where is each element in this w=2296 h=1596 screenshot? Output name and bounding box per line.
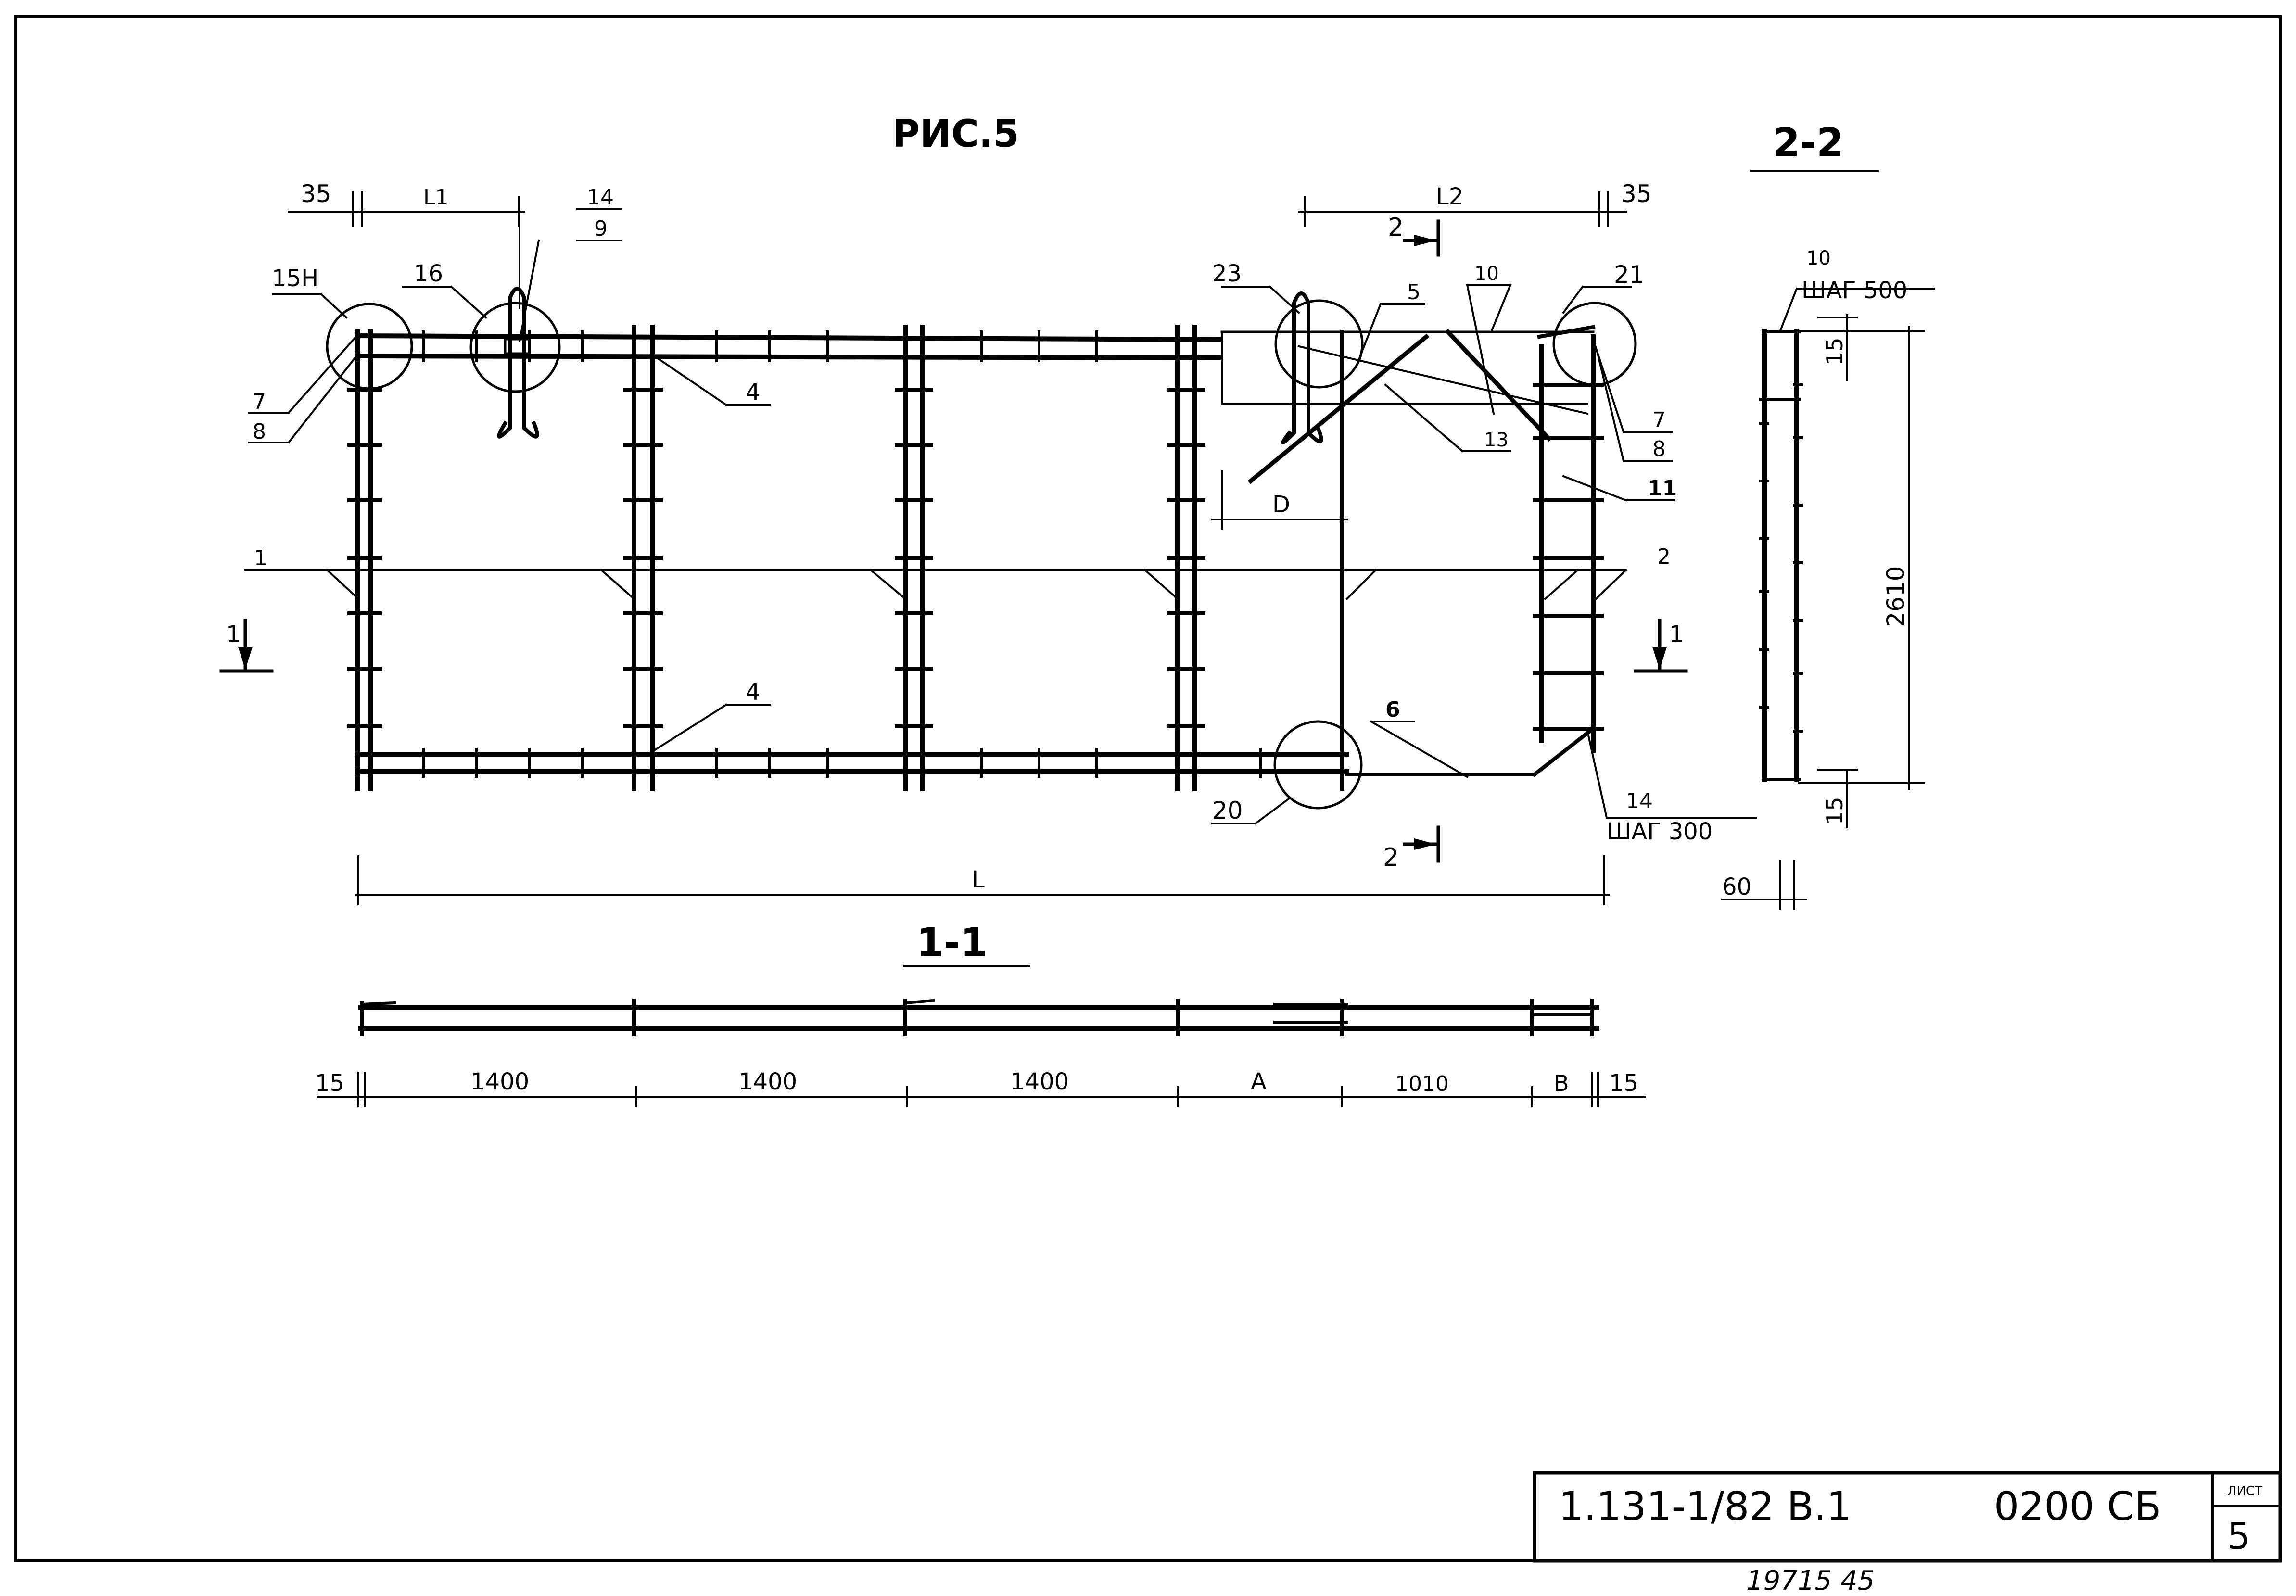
- sec-dim-15-left: 15: [315, 1070, 344, 1097]
- sheet-frame: [14, 15, 2282, 1562]
- callout-23: 23: [1212, 260, 1242, 287]
- dim-2610: 2610: [1882, 566, 1910, 627]
- dim-15-top: 15: [1822, 337, 1848, 366]
- top-chord-outer: [354, 333, 1222, 342]
- dim-15-bottom: 15: [1822, 797, 1848, 825]
- section-22-title: 2-2: [1773, 120, 1844, 166]
- sec-dim-1400-b: 1400: [738, 1068, 797, 1095]
- cut-label-2-top: 2: [1388, 213, 1404, 242]
- callout-8-left: 8: [253, 419, 266, 444]
- callout-20: 20: [1212, 797, 1243, 824]
- cut-label-1-left: 1: [226, 621, 241, 648]
- callout-11: 11: [1648, 476, 1677, 501]
- callout-14-top: 14: [587, 185, 614, 210]
- callout-8-right: 8: [1652, 437, 1666, 461]
- section-22: [1721, 287, 1935, 910]
- callout-10: 10: [1474, 263, 1499, 285]
- drawing-number: 0200 СБ: [1994, 1484, 2161, 1530]
- callout-10-section: 10: [1806, 247, 1831, 269]
- top-chord-inner: [354, 353, 1222, 361]
- detail-circle-15h: [326, 303, 413, 390]
- detail-circle-16: [469, 302, 561, 393]
- sec-dim-a: A: [1251, 1068, 1267, 1095]
- dim-60: 60: [1722, 874, 1751, 900]
- callout-9: 9: [594, 216, 608, 241]
- cut-label-2-bottom: 2: [1383, 843, 1399, 872]
- plan-dimensions: [288, 191, 1627, 905]
- detail-circle-21: [1552, 302, 1637, 386]
- callout-13: 13: [1484, 429, 1509, 451]
- dim-35-right: 35: [1621, 180, 1652, 208]
- detail-circle-20: [1273, 720, 1363, 810]
- dim-35-left: 35: [301, 180, 331, 208]
- title-block: [1533, 1471, 2282, 1563]
- cut-label-1-right: 1: [1669, 621, 1684, 648]
- callout-7-right: 7: [1652, 408, 1666, 432]
- callout-15h: 15Н: [272, 265, 318, 292]
- section-11-title: 1-1: [916, 920, 988, 966]
- callout-7-left: 7: [253, 390, 266, 414]
- dim-l2: L2: [1436, 183, 1463, 210]
- callout-2: 2: [1657, 545, 1671, 569]
- sec-dim-1010: 1010: [1395, 1072, 1449, 1096]
- step-300-label: ШАГ 300: [1607, 818, 1712, 845]
- dim-l1: L1: [423, 185, 449, 210]
- callout-6: 6: [1385, 697, 1400, 722]
- callout-1: 1: [254, 546, 267, 570]
- section-11: [317, 965, 1646, 1107]
- drawing-code: 1.131-1/82 В.1: [1559, 1484, 1852, 1530]
- drawing-title: РИС.5: [892, 113, 1019, 156]
- sec-dim-b: B: [1554, 1070, 1569, 1096]
- callout-4-top: 4: [746, 379, 761, 406]
- sec-dim-1400-a: 1400: [470, 1068, 529, 1095]
- archive-number: 19715 45: [1746, 1565, 1875, 1596]
- dim-d: D: [1272, 491, 1290, 518]
- dim-l: L: [972, 866, 985, 893]
- sheet-number: 5: [2227, 1515, 2250, 1558]
- callout-5: 5: [1407, 280, 1421, 304]
- sheet-label: ЛИСТ: [2227, 1484, 2262, 1498]
- plan-view: [219, 208, 1757, 863]
- detail-circle-23: [1274, 299, 1364, 389]
- step-500-label: ШАГ 500: [1801, 277, 1907, 304]
- callout-14-bottom: 14: [1626, 789, 1653, 813]
- sec-dim-15-right: 15: [1609, 1070, 1638, 1097]
- callout-16: 16: [414, 260, 443, 287]
- callout-21: 21: [1614, 261, 1645, 289]
- sec-dim-1400-c: 1400: [1010, 1068, 1069, 1095]
- callout-4-bottom: 4: [746, 679, 761, 706]
